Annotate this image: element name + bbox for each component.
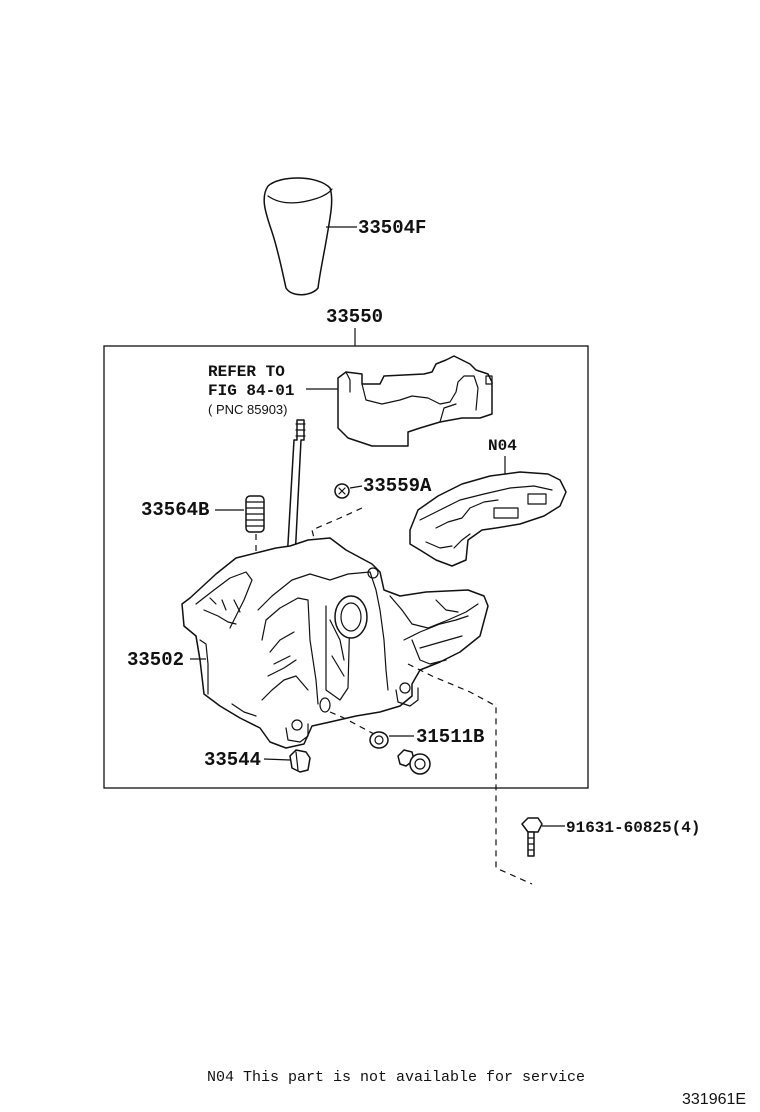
pin-part-number: 33559A [363,475,432,497]
housing-33502 [181,537,489,749]
bushing-31511b [369,731,389,749]
clip-part-number: 33544 [204,749,261,771]
figure-code: 331961E [682,1091,746,1108]
indicator-housing [337,355,493,447]
housing-part-number: 33502 [127,649,184,671]
n04-plate [409,471,567,567]
refer-line-1: REFER TO [208,363,285,381]
screw [397,749,431,775]
bushing-dashed-guide [329,711,375,735]
spring-part-number: 33564B [141,499,209,521]
bolt-part-number: 91631-60825(4) [566,819,700,837]
refer-line-3: ( PNC 85903) [208,402,287,417]
n04-label: N04 [488,437,517,455]
bushing-part-number: 31511B [416,726,484,748]
pin-33559a [334,483,350,499]
refer-line-2: FIG 84-01 [208,382,294,400]
bolt-dashed-guide [407,663,533,885]
clip-leader [263,758,291,761]
clip-33544 [289,749,311,773]
assembly-part-number: 33550 [326,306,383,328]
bolt-91631 [521,817,543,857]
shift-knob [263,177,333,296]
pin-leader [349,485,363,489]
pin-dashed-guide [311,507,363,547]
assembly-frame [103,345,589,789]
spring-33564b [245,495,265,533]
knob-part-number: 33504F [358,217,426,239]
footer-note: N04 This part is not available for servi… [207,1069,585,1086]
